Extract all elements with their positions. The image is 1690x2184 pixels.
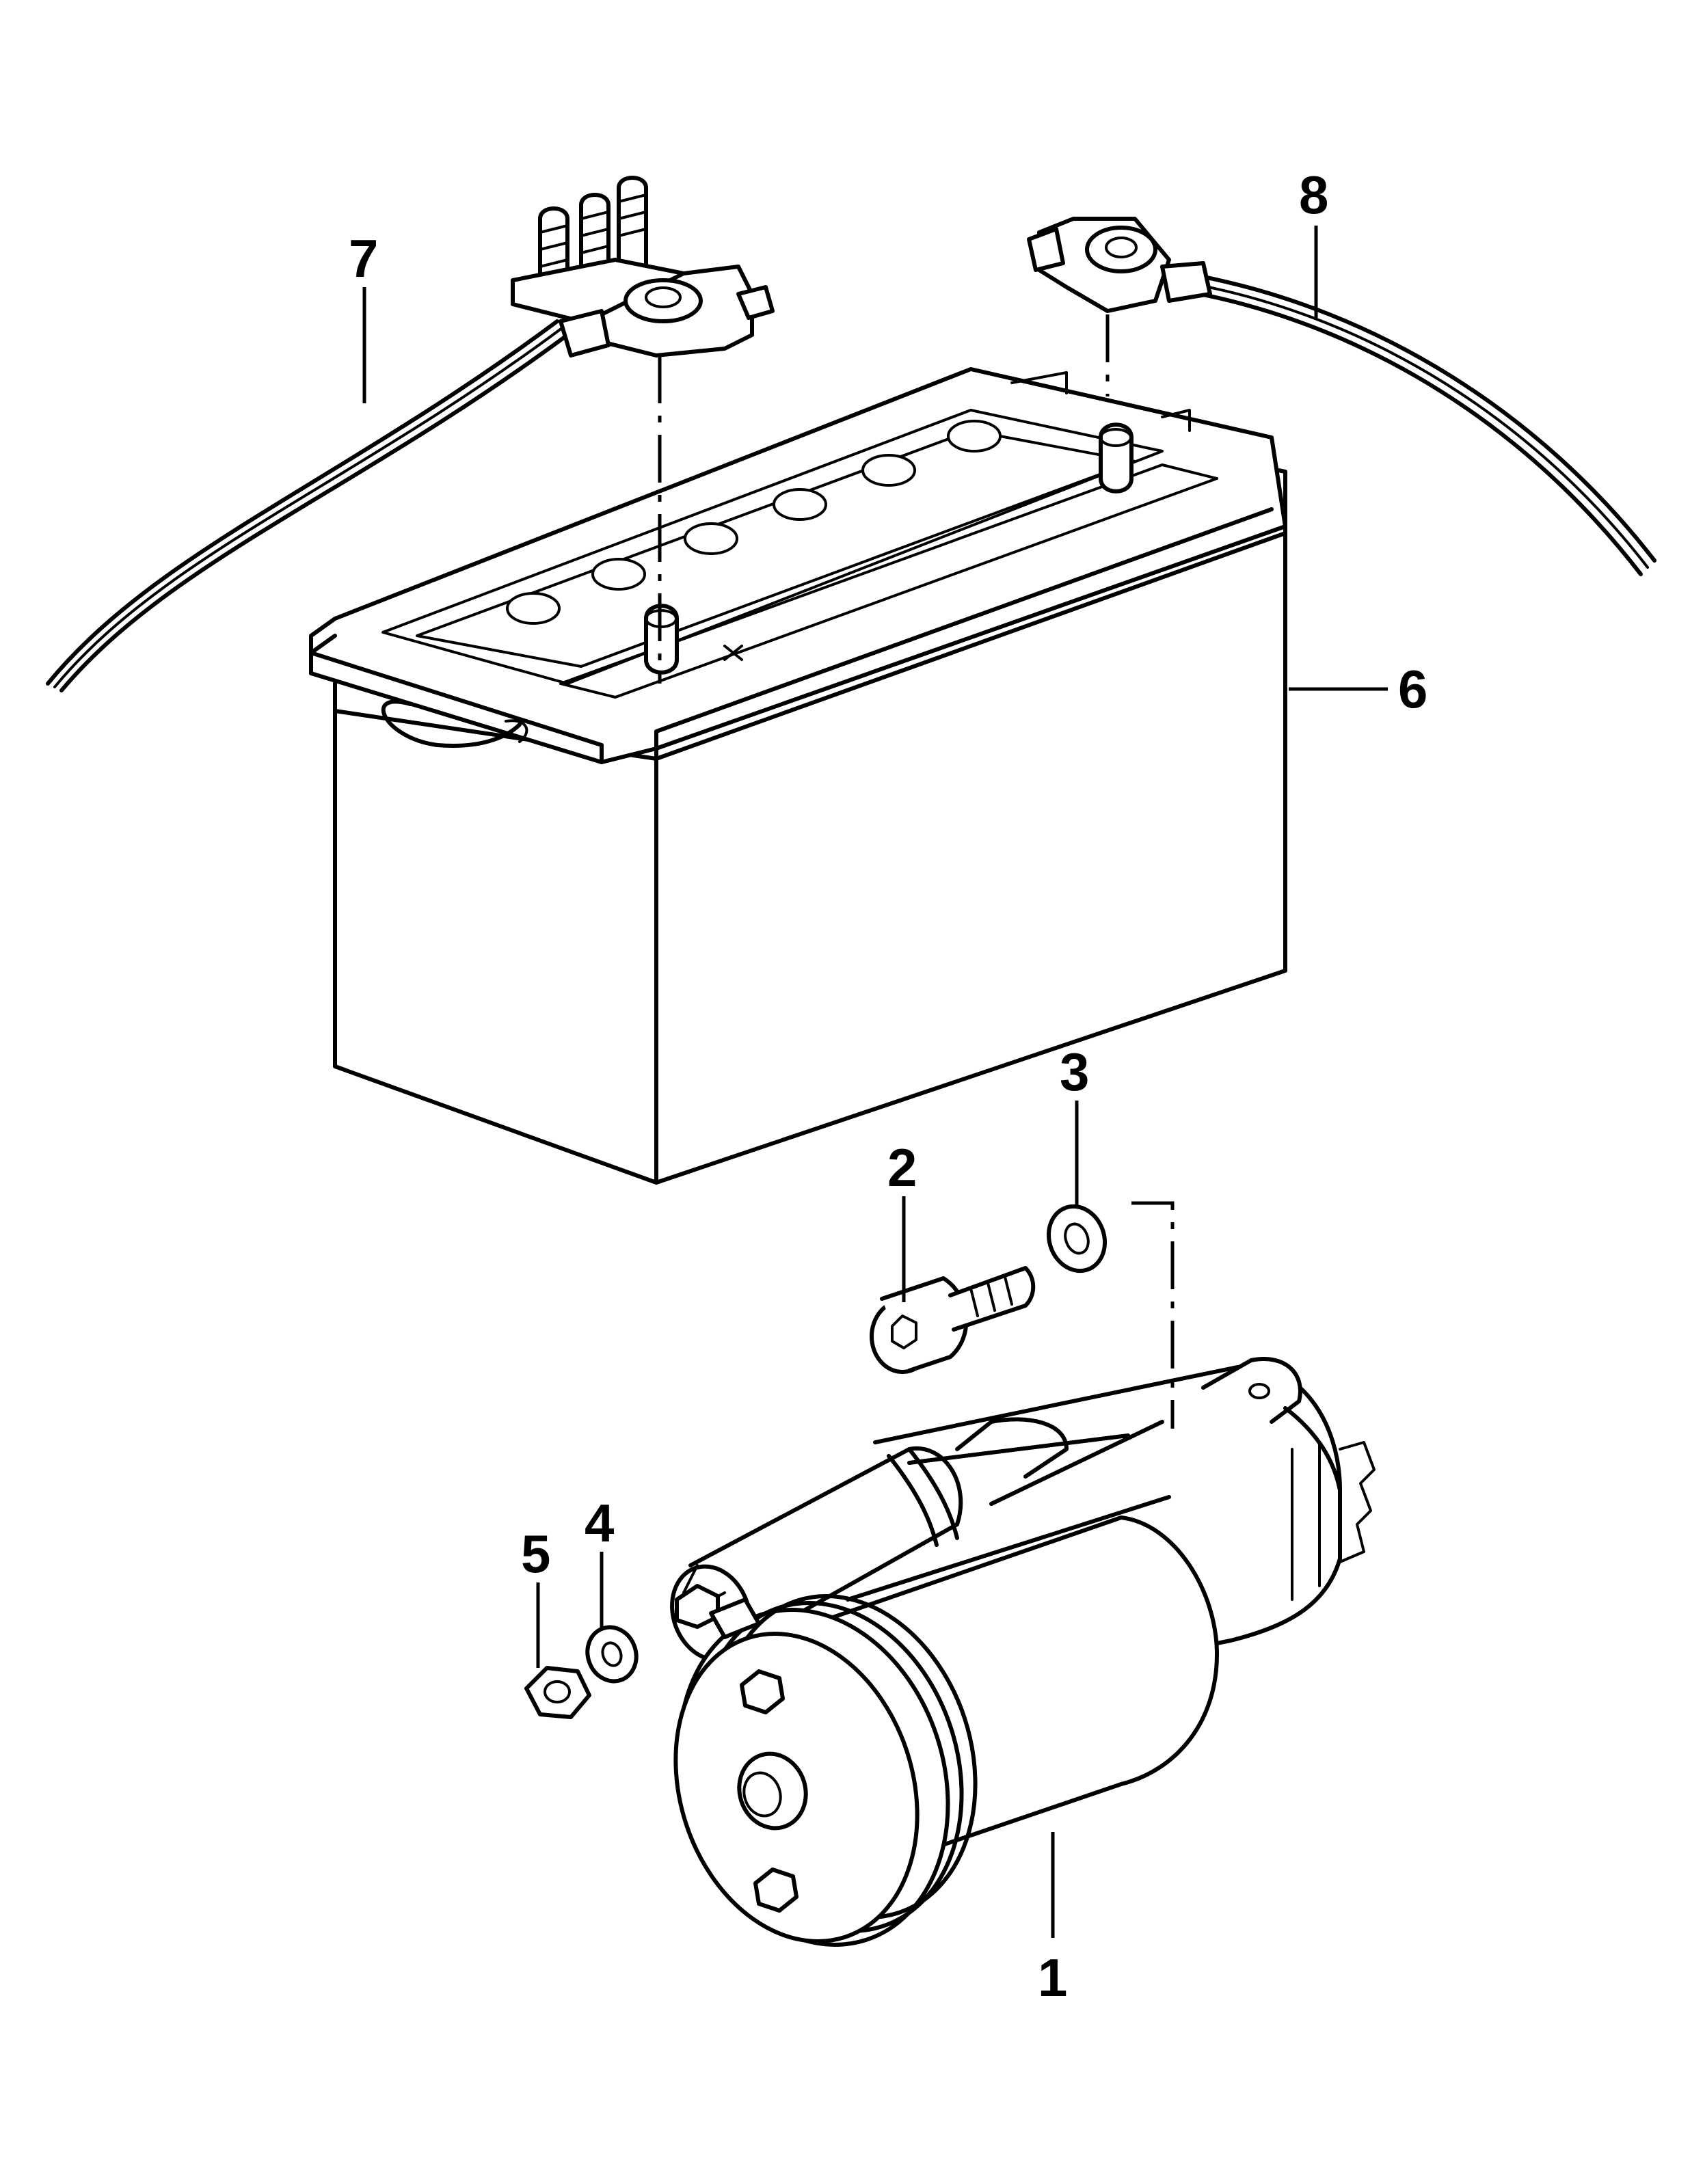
battery: [309, 367, 1287, 1185]
callout-2: 2: [887, 1137, 917, 1198]
callout-7: 7: [349, 228, 378, 288]
callout-4: 4: [585, 1493, 614, 1553]
starter-motor: [670, 1357, 1376, 1947]
battery-terminal-right: [1099, 422, 1134, 494]
cable-7: [46, 319, 569, 692]
cell-cap: [506, 420, 1002, 625]
nut: [524, 1666, 591, 1719]
terminal-clamp-8: [1027, 217, 1212, 313]
callout-8: 8: [1299, 165, 1328, 225]
terminal-clamp-7: [511, 176, 775, 358]
callout-3: 3: [1060, 1042, 1089, 1102]
washer-3: [1046, 1204, 1108, 1273]
callout-1: 1: [1038, 1947, 1067, 2008]
callout-6: 6: [1398, 659, 1427, 719]
bolt: [870, 1266, 1036, 1374]
cable-8: [1198, 275, 1657, 576]
washer-4: [585, 1625, 639, 1684]
leader-dash-1: [1131, 1201, 1175, 1429]
callout-5: 5: [521, 1524, 550, 1584]
